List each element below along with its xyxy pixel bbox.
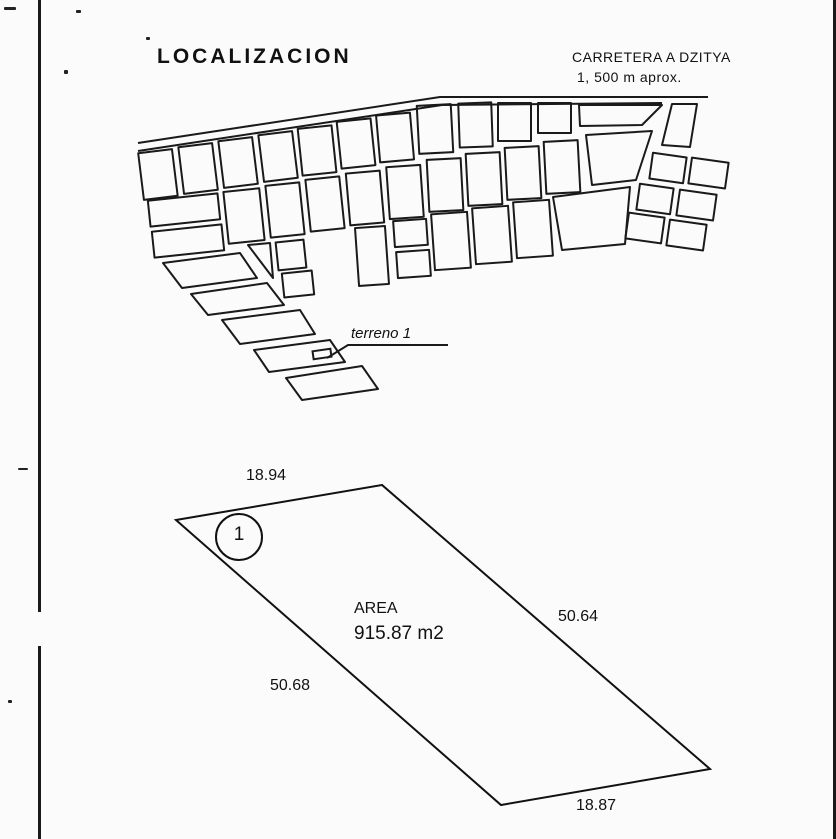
sheet-left-border xyxy=(38,0,41,839)
area-label: AREA xyxy=(354,600,398,617)
lot-polygon xyxy=(173,483,713,807)
city-block xyxy=(221,309,316,345)
city-block xyxy=(257,130,299,183)
city-block xyxy=(537,102,572,134)
city-block xyxy=(503,145,543,201)
city-block xyxy=(661,103,698,148)
page-title: LOCALIZACION xyxy=(157,45,352,68)
city-block xyxy=(335,117,377,170)
city-block xyxy=(395,248,432,280)
city-block xyxy=(247,242,274,279)
city-block xyxy=(687,156,730,190)
city-block xyxy=(385,163,425,221)
city-block xyxy=(635,182,675,216)
city-block xyxy=(675,188,718,222)
city-block xyxy=(150,223,226,259)
lot-number-circle xyxy=(215,513,263,561)
city-block xyxy=(415,103,455,155)
city-block xyxy=(217,136,259,189)
lot-marker xyxy=(311,347,333,361)
city-block xyxy=(578,104,663,127)
road-distance-label: 1, 500 m aprox. xyxy=(577,69,682,85)
city-block xyxy=(665,218,708,252)
dimension-bottom: 18.87 xyxy=(576,797,617,814)
scan-speck xyxy=(64,70,68,74)
city-block xyxy=(512,198,554,260)
border-gap xyxy=(36,612,44,646)
city-block xyxy=(253,339,346,373)
city-block xyxy=(177,142,219,195)
city-block xyxy=(304,175,346,233)
city-block xyxy=(542,139,582,195)
city-block xyxy=(552,186,631,251)
city-block xyxy=(280,269,316,299)
road-edge xyxy=(137,96,708,144)
dimension-right: 50.64 xyxy=(558,608,599,625)
city-block xyxy=(264,181,306,239)
scan-speck xyxy=(146,37,150,40)
city-block xyxy=(457,101,494,149)
city-block xyxy=(430,210,472,272)
city-block xyxy=(222,187,266,245)
scan-speck xyxy=(76,10,81,13)
dimension-top: 18.94 xyxy=(246,467,287,484)
city-block xyxy=(648,151,688,185)
city-block xyxy=(344,169,386,227)
area-value: 915.87 m2 xyxy=(354,623,444,644)
city-block xyxy=(471,204,513,266)
city-block xyxy=(464,151,504,207)
city-block xyxy=(392,217,429,249)
city-block xyxy=(190,282,285,316)
city-block xyxy=(585,130,653,186)
road-edge xyxy=(137,102,663,152)
scan-speck xyxy=(18,468,28,470)
city-block xyxy=(274,238,308,272)
scan-speck xyxy=(8,700,12,703)
city-block xyxy=(137,148,179,201)
dimension-left: 50.68 xyxy=(270,677,311,694)
city-block xyxy=(296,124,338,177)
leader-line xyxy=(326,344,448,359)
city-block xyxy=(497,102,532,142)
city-block xyxy=(624,211,666,245)
road-destination-label: CARRETERA A DZITYA xyxy=(572,49,731,65)
scan-speck xyxy=(4,7,16,10)
city-block xyxy=(354,225,390,287)
city-block xyxy=(285,365,379,401)
lot-number: 1 xyxy=(233,524,245,545)
city-block xyxy=(425,157,465,213)
sheet-right-border xyxy=(833,0,836,839)
city-block xyxy=(162,252,258,289)
lot-callout-label: terreno 1 xyxy=(351,325,412,342)
city-block xyxy=(146,192,222,228)
city-block xyxy=(375,111,416,164)
